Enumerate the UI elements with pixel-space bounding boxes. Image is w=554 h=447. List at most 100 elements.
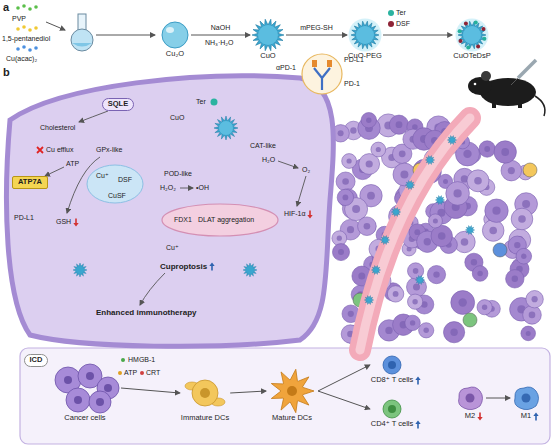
annotation-label: GPx-like	[96, 146, 122, 154]
tumor-tissue	[428, 214, 442, 228]
tumor-tissue	[380, 236, 389, 245]
tumor-tissue	[446, 182, 470, 206]
annotation-label: Cu efflux	[46, 146, 74, 154]
sphere-icon	[160, 20, 190, 50]
annotation-label: Cu(acac)₂	[6, 55, 37, 63]
cell-node: Mature DCs	[267, 368, 317, 423]
tumor-tissue	[459, 298, 467, 306]
tumor-tissue	[465, 226, 474, 235]
pathway-arrows	[79, 111, 108, 122]
tumor-tissue	[385, 327, 392, 334]
flow-arrow	[383, 35, 452, 36]
tumor-tissue	[393, 291, 399, 297]
tumor-tissue	[405, 315, 420, 330]
annotation-label: H₂O₂	[160, 184, 176, 192]
reagent-dots	[22, 25, 26, 29]
load-icon	[458, 29, 462, 33]
syringe	[511, 60, 536, 85]
load-icon	[458, 39, 462, 43]
annotation-label: HMGB-1	[128, 356, 155, 364]
tumor-tissue	[413, 268, 419, 274]
mouse	[468, 71, 545, 116]
peg-icon	[356, 26, 374, 44]
pathway-arrows	[297, 176, 306, 206]
tumor-tissue	[364, 223, 371, 230]
tumor-tissue	[387, 286, 403, 302]
cell-particles	[214, 116, 238, 140]
cu-efflux-block	[37, 147, 43, 153]
illustration	[118, 371, 122, 375]
flow-arrow	[318, 365, 370, 391]
checkpoint-bubble	[312, 60, 317, 67]
tumor-tissue	[526, 291, 543, 308]
reagent-dots	[34, 26, 38, 30]
checkpoint-bubble	[302, 54, 342, 94]
tumor-tissue	[332, 113, 543, 351]
tumor-tissue	[433, 271, 439, 277]
node-label: CuOTeDsP	[453, 52, 491, 61]
nanoparticle-node: Cu₂O	[160, 20, 190, 59]
load-icon	[464, 22, 468, 26]
cell-particles	[243, 263, 257, 277]
spiky-icon	[258, 25, 278, 45]
tumor-tissue	[433, 218, 438, 223]
tumor-tissue	[479, 141, 495, 157]
annotation-label: GSH	[56, 218, 71, 226]
flow-arrow	[486, 398, 510, 399]
tumor-tissue	[467, 170, 489, 192]
reagent-dots	[22, 45, 26, 49]
tumor-tissue	[412, 299, 417, 304]
idc-icon	[200, 388, 210, 398]
annotation-label: Cu⁺	[96, 172, 109, 180]
nanoparticle-node: CuO	[251, 18, 285, 61]
tumor-tissue	[413, 284, 420, 291]
tumor-tissue	[427, 266, 445, 284]
annotation-label: PVP	[12, 15, 26, 23]
mdc-icon	[267, 368, 317, 414]
change-arrow	[415, 376, 420, 384]
flask	[72, 43, 92, 47]
tumor-tissue	[521, 326, 536, 341]
tumor-tissue	[376, 147, 381, 152]
tumor-tissue	[360, 118, 470, 350]
m2-icon	[459, 387, 483, 410]
ter-bead	[388, 10, 394, 16]
cancer-icon	[96, 398, 104, 406]
change-arrow	[477, 412, 482, 420]
annotation-label: 1,5-pentanediol	[2, 35, 50, 43]
tumor-tissue	[477, 271, 482, 276]
sphere-icon	[162, 22, 188, 48]
tumor-tissue	[396, 121, 403, 128]
tumor-tissue	[512, 276, 518, 282]
tumor-tissue	[484, 146, 490, 152]
immune-panel	[20, 348, 550, 444]
tumor-tissue	[389, 115, 408, 134]
tumor-tissue	[338, 130, 344, 136]
tumor-tissue	[337, 189, 353, 205]
load-icon	[476, 45, 480, 49]
tumor-tissue	[347, 158, 352, 163]
pathway-arrows	[67, 157, 100, 213]
checkpoint-bubble	[327, 60, 332, 67]
annotation-label: αPD-1	[276, 64, 296, 72]
tumor-tissue	[364, 296, 373, 305]
tc4-icon	[380, 398, 404, 420]
change-arrow	[415, 376, 421, 385]
tumor-tissue	[471, 259, 477, 265]
cu-efflux-block	[37, 147, 43, 153]
spiky-icon	[251, 18, 285, 52]
load-icon	[474, 21, 478, 25]
flow-arrow	[121, 388, 180, 393]
tumor-tissue	[443, 179, 448, 184]
reagent-dots	[28, 7, 32, 11]
mdc-icon	[281, 380, 303, 402]
tumor-tissue	[342, 178, 349, 185]
load-icon	[458, 21, 486, 49]
annotation-label: Ter	[196, 98, 206, 106]
flask	[71, 29, 93, 51]
cancer-icon	[89, 391, 111, 413]
tumor-tissue	[343, 195, 349, 201]
tumor-tissue	[438, 232, 446, 240]
tumor-tissue	[405, 181, 414, 190]
